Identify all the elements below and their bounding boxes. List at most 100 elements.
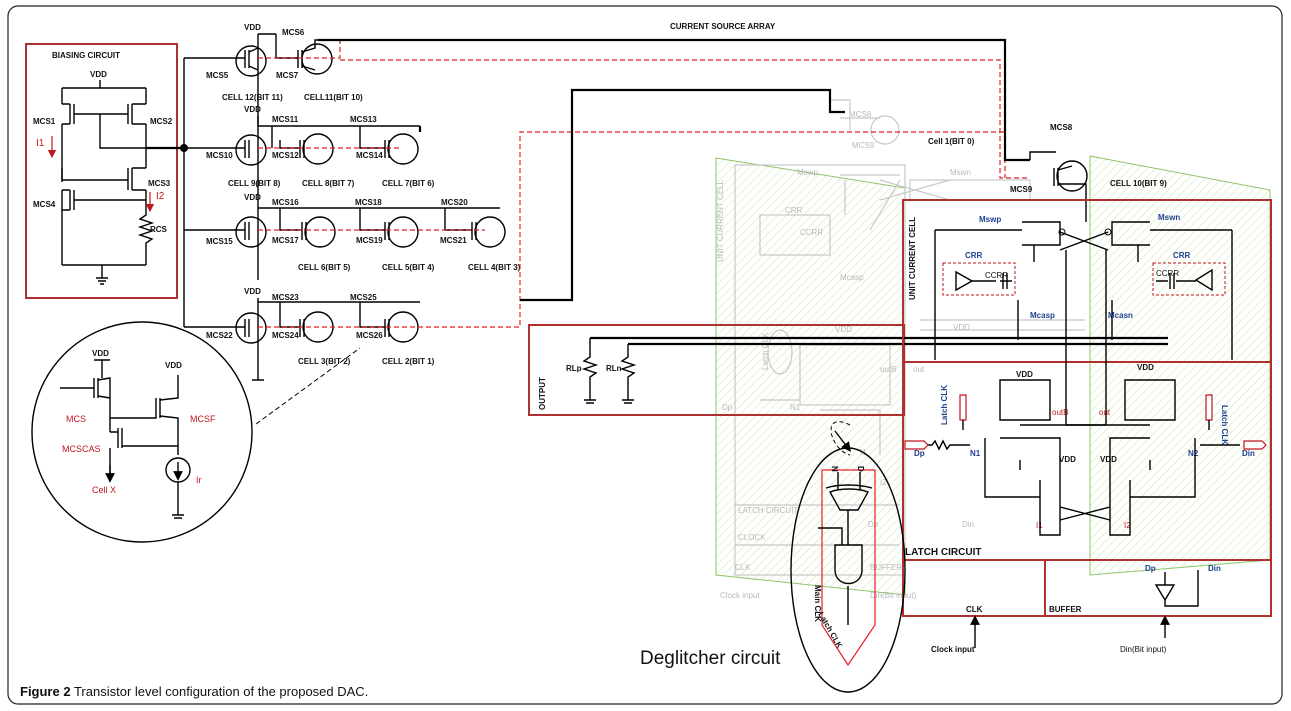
- zoom-mcsf: MCSF: [190, 414, 216, 424]
- row3-mcs19: MCS19: [356, 236, 383, 245]
- array-row-1: VDD MCS6 MCS5 MCS7 CELL 12(BIT 11) CELL1…: [206, 23, 363, 200]
- array-row-2: VDD MCS11 MCS13 MCS10 MCS12 MCS14 CELL 9…: [206, 105, 435, 188]
- deglitch-latch-clk: Latch CLK: [816, 611, 844, 650]
- biasing-rcs: RCS: [150, 225, 168, 234]
- row1-cell12: CELL 12(BIT 11): [222, 93, 283, 102]
- row3-mcs20: MCS20: [441, 198, 468, 207]
- row4-vdd: VDD: [244, 287, 261, 296]
- row2-mcs14: MCS14: [356, 151, 383, 160]
- array-output-wires: CURRENT SOURCE ARRAY MCS8 MCS9 Cell 1(BI…: [257, 22, 1167, 302]
- row2-mcs12: MCS12: [272, 151, 299, 160]
- ghost-crr-label: CRR: [785, 206, 803, 215]
- row3-mcs18: MCS18: [355, 198, 382, 207]
- clock-input-label: Clock input: [931, 645, 975, 654]
- biasing-i2: I2: [156, 191, 165, 202]
- deglitch-main-clk: Main CLK: [813, 585, 822, 622]
- ghost-ccrr-label: CCRR: [800, 228, 823, 237]
- deglitcher: N D Main CLK Latch CLK Deglitcher circui…: [640, 421, 906, 693]
- buffer-din: Din: [1208, 564, 1221, 573]
- row1-mcs5: MCS5: [206, 71, 229, 80]
- deglitch-d: D: [856, 466, 865, 472]
- ghost-dp-label: Dp: [722, 403, 733, 412]
- deglitch-n: N: [830, 466, 839, 472]
- ghost-din-input-label: Din(Bit input): [870, 591, 917, 600]
- latch-circuit: LATCH CIRCUIT VDD VDD VDD VDD outB out L…: [902, 250, 1272, 561]
- latch-clk-right: Latch CLK: [1220, 405, 1229, 445]
- row3-cell6: CELL 6(BIT 5): [298, 263, 351, 272]
- row4-mcs24: MCS24: [272, 331, 299, 340]
- unit-mswp: Mswp: [979, 215, 1001, 224]
- latch-out: out: [1099, 408, 1111, 417]
- row2-vdd: VDD: [244, 105, 261, 114]
- unit-mcasn: Mcasn: [1108, 311, 1133, 320]
- row1-cell11: CELL11(BIT 10): [304, 93, 363, 102]
- ghost-dp2-label: Dp: [868, 520, 879, 529]
- ghost-mswp-label: Mswp: [797, 168, 818, 177]
- row3-cell4: CELL 4(BIT 3): [468, 263, 521, 272]
- outer-border: [7, 5, 1283, 705]
- array-row-4: VDD MCS23 MCS25 MCS22 MCS24 MCS26 CELL 3…: [206, 131, 1006, 381]
- zoom-ir: Ir: [196, 475, 202, 485]
- biasing-i1: I1: [36, 138, 45, 149]
- unit-mswn: Mswn: [1158, 213, 1180, 222]
- ghost-mcs9-label: MCS9: [852, 141, 875, 150]
- unit-crr-right: CRR: [1173, 251, 1191, 260]
- biasing-mcs4: MCS4: [33, 200, 56, 209]
- caption-text: Transistor level configuration of the pr…: [73, 684, 369, 699]
- clk-buffer-block: CLK BUFFER Dp Din Clock input Din(Bit in…: [902, 559, 1272, 654]
- cell10-label: CELL 10(BIT 9): [1110, 179, 1167, 188]
- array-title: CURRENT SOURCE ARRAY: [670, 22, 776, 31]
- latch-din: Din: [1242, 449, 1255, 458]
- row2-mcs10: MCS10: [206, 151, 233, 160]
- ghost-i2-label: I2: [880, 478, 887, 487]
- zoom-detail: VDD VDD MCS MCSF MCSCAS Cell X Ir: [31, 321, 361, 543]
- ghost-outb-label: outB: [880, 365, 896, 374]
- ghost-pane: UNIT CURRENT CELL CRR CCRR Mcasp Mswp Ms…: [715, 99, 1271, 600]
- buffer-dp: Dp: [1145, 564, 1156, 573]
- row4-cell3: CELL 3(BIT 2): [298, 357, 351, 366]
- output-label: OUTPUT: [538, 377, 547, 410]
- ghost-out-label: out: [913, 365, 925, 374]
- row2-mcs11: MCS11: [272, 115, 299, 124]
- unit-vdd-ghost: VDD: [953, 323, 970, 332]
- unit-ccrr-left: CCRR: [985, 271, 1008, 280]
- latch-i2: I2: [1124, 521, 1131, 530]
- ghost-buffer-label: BUFFER: [870, 563, 902, 572]
- latch-n2: N2: [1188, 449, 1199, 458]
- clk-label: CLK: [966, 605, 983, 614]
- row3-mcs16: MCS16: [272, 198, 299, 207]
- biasing-mcs1: MCS1: [33, 117, 56, 126]
- row4-mcs26: MCS26: [356, 331, 383, 340]
- ghost-latch-label: LATCH CIRCUIT: [738, 506, 798, 515]
- row3-mcs17: MCS17: [272, 236, 299, 245]
- latch-n1: N1: [970, 449, 981, 458]
- row2-mcs13: MCS13: [350, 115, 377, 124]
- deglitch-title: Deglitcher circuit: [640, 648, 781, 669]
- ghost-unit-label: UNIT CURRENT CELL: [716, 180, 725, 262]
- row3-mcs21: MCS21: [440, 236, 467, 245]
- ghost-latch-clk-label: Latch CLK: [761, 332, 770, 370]
- zoom-vdd-left: VDD: [92, 349, 109, 358]
- output-block: OUTPUT RLp RLn: [528, 324, 1168, 416]
- row4-cell2: CELL 2(BIT 1): [382, 357, 435, 366]
- latch-clk-left: Latch CLK: [940, 385, 949, 425]
- ghost-din-label: Din: [962, 520, 974, 529]
- ghost-mcasp-label: Mcasp: [840, 273, 864, 282]
- output-rlp: RLp: [566, 364, 582, 373]
- bias-bus: [180, 57, 235, 328]
- biasing-vdd: VDD: [90, 70, 107, 79]
- row2-cell7: CELL 7(BIT 6): [382, 179, 435, 188]
- row4-mcs22: MCS22: [206, 331, 233, 340]
- latch-vdd-mid-left: VDD: [1059, 455, 1076, 464]
- zoom-vdd-right: VDD: [165, 361, 182, 370]
- unit-cell-label: UNIT CURRENT CELL: [908, 217, 917, 300]
- latch-dp: Dp: [914, 449, 925, 458]
- row1-mcs7: MCS7: [276, 71, 299, 80]
- ghost-mswn-label: Mswn: [950, 168, 971, 177]
- biasing-circuit: BIASING CIRCUIT VDD MCS1 MCS2 MCS3 MCS4 …: [25, 43, 184, 299]
- ghost-clock-label: CLOCK: [738, 533, 766, 542]
- array-row-3: VDD MCS16 MCS18 MCS20 MCS15 MCS17 MCS19 …: [206, 193, 521, 280]
- ghost-clock-input-label: Clock input: [720, 591, 760, 600]
